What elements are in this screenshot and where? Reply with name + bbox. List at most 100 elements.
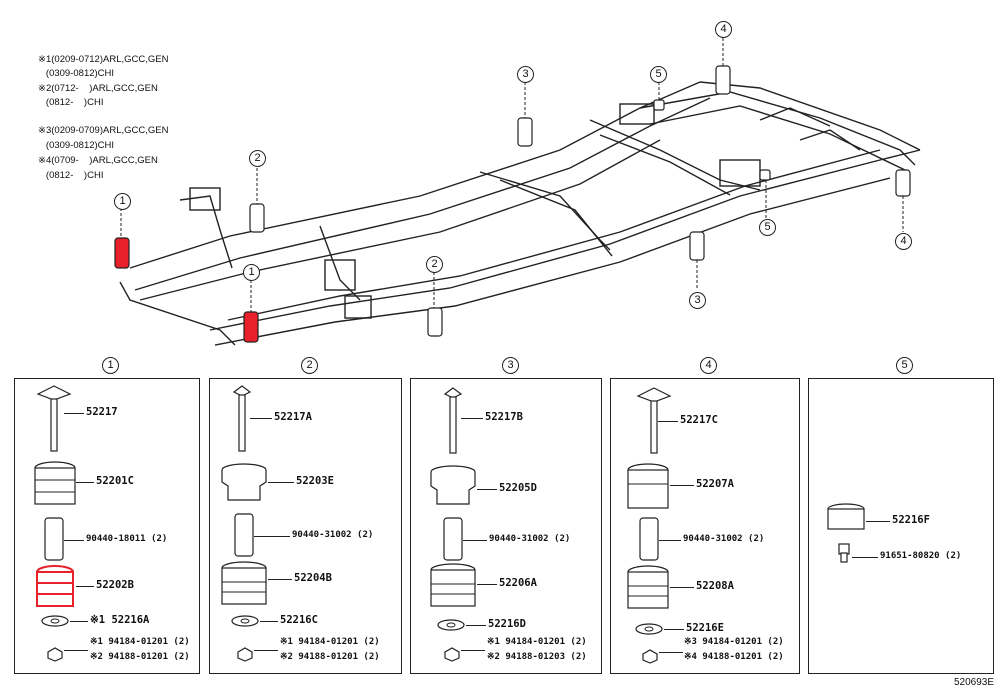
part-number: 52217A [274, 411, 312, 423]
part-number: 52206A [499, 577, 537, 589]
frame-mount-2b [427, 307, 443, 337]
leader-line [670, 485, 694, 486]
callout-circle: 3 [517, 66, 534, 83]
bolt-icon [36, 385, 72, 452]
callout-circle: 5 [759, 219, 776, 236]
note-line: ※1(0209-0712)ARL,GCC,GEN [38, 54, 169, 65]
leader-line [250, 418, 272, 419]
leader-line [461, 650, 485, 651]
leader-line [463, 540, 487, 541]
part-number: 52208A [696, 580, 734, 592]
part-number: 52204B [294, 572, 332, 584]
group-2-header: 2 [301, 357, 318, 374]
part-number: 52216F [892, 514, 930, 526]
callout-circle: 4 [715, 21, 732, 38]
part-number: 52216C [280, 614, 318, 626]
frame-mount-4b [895, 169, 911, 197]
part-number: ※3 94184-01201 (2) [684, 637, 784, 647]
part-number: 90440-31002 (2) [683, 534, 765, 544]
figure-code: 520693E [953, 677, 994, 688]
retainer-icon [231, 615, 259, 627]
leader-line [260, 621, 278, 622]
leader-line [664, 629, 684, 630]
part-number: ※1 52216A [90, 614, 150, 626]
upper-cushion-icon [221, 463, 267, 501]
part-number: 90440-18011 (2) [86, 534, 168, 544]
callout-circle: 5 [650, 66, 667, 83]
frame-mount-5b [759, 169, 771, 181]
note-line: (0309-0812)CHI [38, 140, 115, 151]
part-number: 52217C [680, 414, 718, 426]
group-2-box [209, 378, 402, 674]
leader-line [477, 584, 497, 585]
upper-cushion-icon [627, 463, 669, 509]
sleeve-icon [443, 517, 463, 561]
leader-line [659, 652, 683, 653]
leader-line [268, 579, 292, 580]
frame-mount-1a [114, 237, 130, 269]
retainer-icon [41, 615, 69, 627]
bolt-icon [838, 543, 850, 563]
sleeve-icon [639, 517, 659, 561]
part-number: ※1 94184-01201 (2) [90, 637, 190, 647]
part-number: 90440-31002 (2) [489, 534, 571, 544]
lower-cushion-icon [36, 565, 74, 607]
upper-cushion-icon [34, 461, 76, 505]
leader-line [76, 482, 94, 483]
note-line: ※4(0709- )ARL,GCC,GEN [38, 155, 158, 166]
nut-icon [444, 647, 460, 662]
lower-cushion-icon [627, 565, 669, 609]
frame-mount-4a [715, 65, 731, 95]
note-line: (0812- )CHI [38, 170, 104, 181]
group-5-box [808, 378, 994, 674]
frame-mount-1b [243, 311, 259, 343]
group-1-box [14, 378, 200, 674]
callout-circle: 4 [895, 233, 912, 250]
sleeve-icon [44, 517, 64, 561]
lower-cushion-icon [430, 563, 476, 607]
group-4-header: 4 [700, 357, 717, 374]
nut-icon [642, 649, 658, 664]
note-line: (0309-0812)CHI [38, 68, 115, 79]
frame-mount-2a [249, 203, 265, 233]
group-4-box [610, 378, 800, 674]
leader-line [852, 557, 878, 558]
leader-line [466, 625, 486, 626]
part-number: 52217 [86, 406, 118, 418]
leader-line [268, 482, 294, 483]
leader-line [254, 536, 290, 537]
part-number: 52201C [96, 475, 134, 487]
note-line: (0812- )CHI [38, 97, 104, 108]
callout-circle: 3 [689, 292, 706, 309]
group-5-header: 5 [896, 357, 913, 374]
bolt-icon [443, 387, 463, 454]
note-line: ※2(0712- )ARL,GCC,GEN [38, 83, 158, 94]
part-number: ※4 94188-01201 (2) [684, 652, 784, 662]
part-number: 52207A [696, 478, 734, 490]
group-3-header: 3 [502, 357, 519, 374]
bolt-icon [636, 387, 672, 454]
leader-line [70, 621, 88, 622]
leader-line [64, 540, 84, 541]
part-number: ※1 94184-01201 (2) [280, 637, 380, 647]
right-frame-rail [209, 149, 921, 331]
frame-mount-3a [517, 117, 533, 147]
leader-line [254, 650, 278, 651]
part-number: 52217B [485, 411, 523, 423]
callout-circle: 2 [426, 256, 443, 273]
callout-circle: 2 [249, 150, 266, 167]
leader-line [64, 413, 84, 414]
nut-icon [47, 647, 63, 662]
upper-cushion-icon [430, 465, 476, 505]
cushion-icon [827, 503, 865, 530]
part-number: 52216D [488, 618, 526, 630]
group-1-header: 1 [102, 357, 119, 374]
part-number: 52205D [499, 482, 537, 494]
left-frame-rail [129, 81, 701, 269]
part-number: ※1 94184-01201 (2) [487, 637, 587, 647]
leader-line [866, 521, 890, 522]
sleeve-icon [234, 513, 254, 557]
callout-circle: 1 [243, 264, 260, 281]
leader-line [659, 540, 681, 541]
leader-line [477, 489, 497, 490]
